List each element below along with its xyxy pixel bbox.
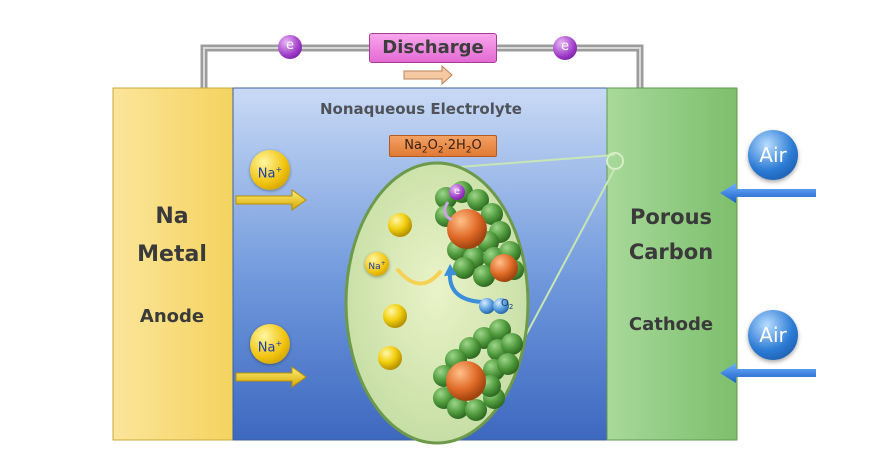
electron-icon: e [449,184,465,200]
zoom-line-bottom [517,167,616,351]
o2-label: O2 [501,298,514,311]
oxygen-molecule [479,298,495,314]
reaction-arc-yellow [396,268,442,286]
cathode-label: Cathode [628,314,714,335]
discharge-direction-arrow [403,64,453,86]
electron-icon: e [553,36,577,60]
air-icon: Air [748,310,798,360]
na-ion-icon: Na+ [250,324,290,364]
cathode-pore-highlight [606,152,624,170]
na-ion-icon: Na+ [365,252,389,276]
cathode-block [606,87,738,441]
air-icon: Air [748,130,798,180]
anode-title: Na Metal [137,204,207,267]
discharge-product-particle [446,361,486,401]
zoom-line-top [445,154,616,169]
cathode-title: Porous Carbon [628,205,714,264]
discharge-product-particle [447,209,487,249]
discharge-label-box: Discharge [369,33,497,63]
na-ion-flow-arrow [235,366,307,388]
discharge-label: Discharge [382,37,484,58]
electron-icon: e [278,35,302,59]
anode-label: Anode [139,306,205,327]
na-ion-icon: Na+ [250,150,290,190]
anode-block [112,87,234,441]
discharge-product-particle [490,254,518,282]
air-inflow-arrow [720,363,816,383]
oxygen-molecule [493,298,509,314]
reaction-arrow-blue [447,271,483,304]
electrolyte-label: Nonaqueous Electrolyte [320,100,522,118]
sodium-particle [383,304,407,328]
na-ion-flow-arrow [235,189,307,211]
sodium-particle [378,346,402,370]
reaction-arc-electron [443,201,453,222]
air-inflow-arrow [720,183,816,203]
product-label: Na2O2·2H2O [389,135,497,157]
sodium-particle [388,213,412,237]
